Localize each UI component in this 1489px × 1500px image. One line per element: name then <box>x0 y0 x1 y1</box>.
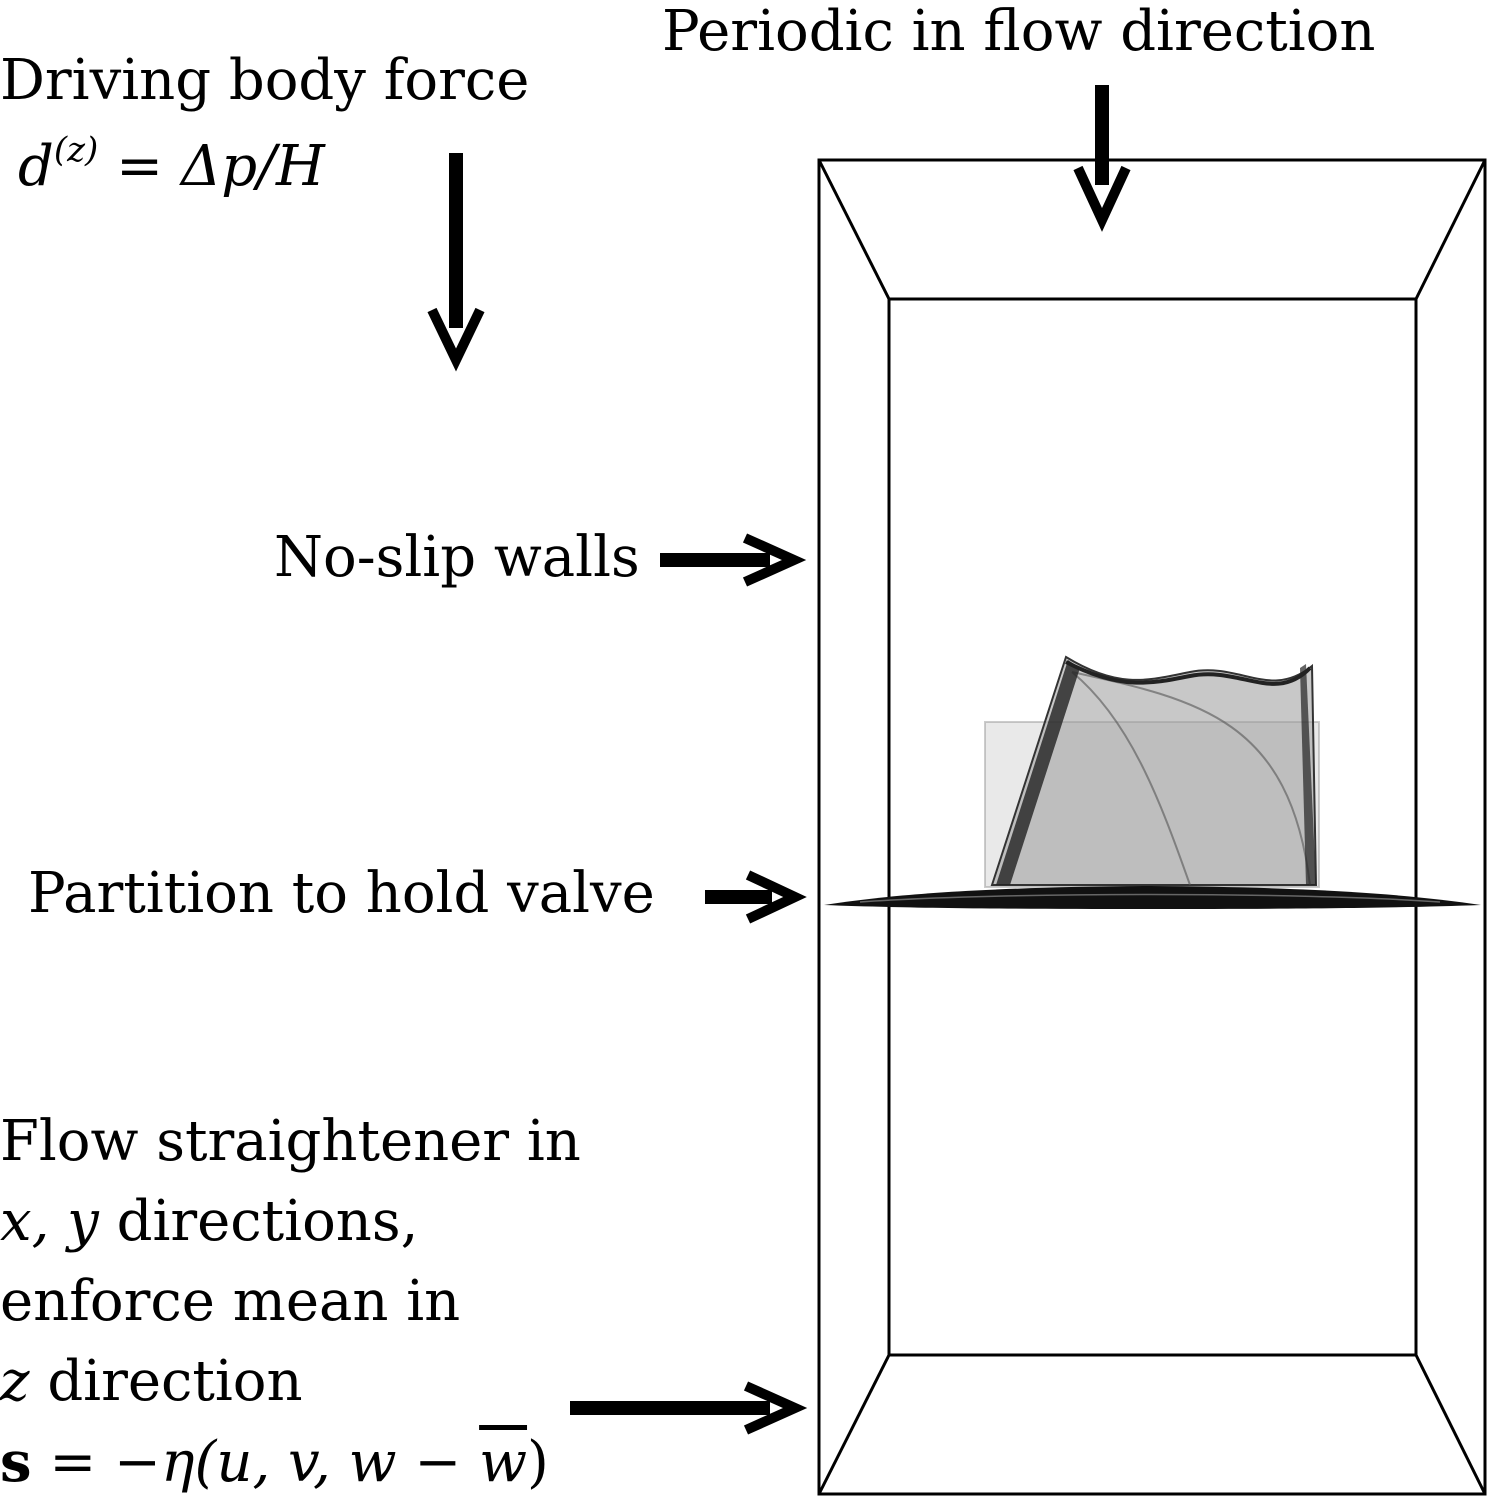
source-term-rhs: = −η(u, v, w − <box>31 1430 480 1495</box>
valve-commissure <box>1300 664 1316 885</box>
straightener-line-1: Flow straightener in <box>0 1109 581 1174</box>
straightener-line-2: x, y directions, <box>0 1194 418 1250</box>
direction-text: direction <box>29 1349 303 1414</box>
partition-highlight <box>859 893 1441 903</box>
channel-box <box>817 158 1487 1496</box>
valve-render <box>824 655 1481 909</box>
xy-variables: x, y <box>0 1189 99 1254</box>
source-term-close: ) <box>527 1430 549 1495</box>
edge-bottom-right <box>1414 1354 1487 1495</box>
partition-label: Partition to hold valve <box>28 861 655 926</box>
partition-arrow-head <box>745 870 807 924</box>
no-slip-label: No-slip walls <box>274 525 640 590</box>
straightener-line-3: enforce mean in <box>0 1269 461 1334</box>
edge-top-left <box>817 159 891 300</box>
periodic-label: Periodic in flow direction <box>662 0 1376 64</box>
z-variable: z <box>0 1349 30 1414</box>
mean-w-symbol: w <box>479 1430 528 1495</box>
valve-leaflet-front <box>990 655 1318 886</box>
partition-plate <box>824 886 1481 909</box>
inner-frame <box>887 297 1418 1357</box>
driving-force-superscript: (z) <box>53 130 99 170</box>
arrows <box>427 85 1131 1435</box>
outer-frame <box>817 158 1487 1496</box>
driving-force-label: Driving body force <box>0 48 530 113</box>
directions-text: directions, <box>98 1189 419 1254</box>
periodic-arrow-head <box>1073 165 1131 232</box>
force-arrow-head <box>427 307 485 372</box>
straightener-line-4: z direction <box>0 1354 303 1410</box>
straightener-arrow-head <box>743 1381 808 1435</box>
straightener-equation: s = −η(u, v, w − w) <box>0 1434 549 1491</box>
driving-force-symbol: d <box>18 134 54 199</box>
source-term-symbol: s <box>0 1429 32 1495</box>
noslip-arrow-head <box>742 533 807 587</box>
edge-top-right <box>1414 159 1487 300</box>
valve-rim <box>1065 660 1312 686</box>
driving-force-rhs: = Δp/H <box>98 134 325 199</box>
valve-leaflet-edge <box>996 660 1080 885</box>
edge-bottom-left <box>817 1354 891 1495</box>
driving-force-equation: d(z) = Δp/H <box>18 133 325 195</box>
